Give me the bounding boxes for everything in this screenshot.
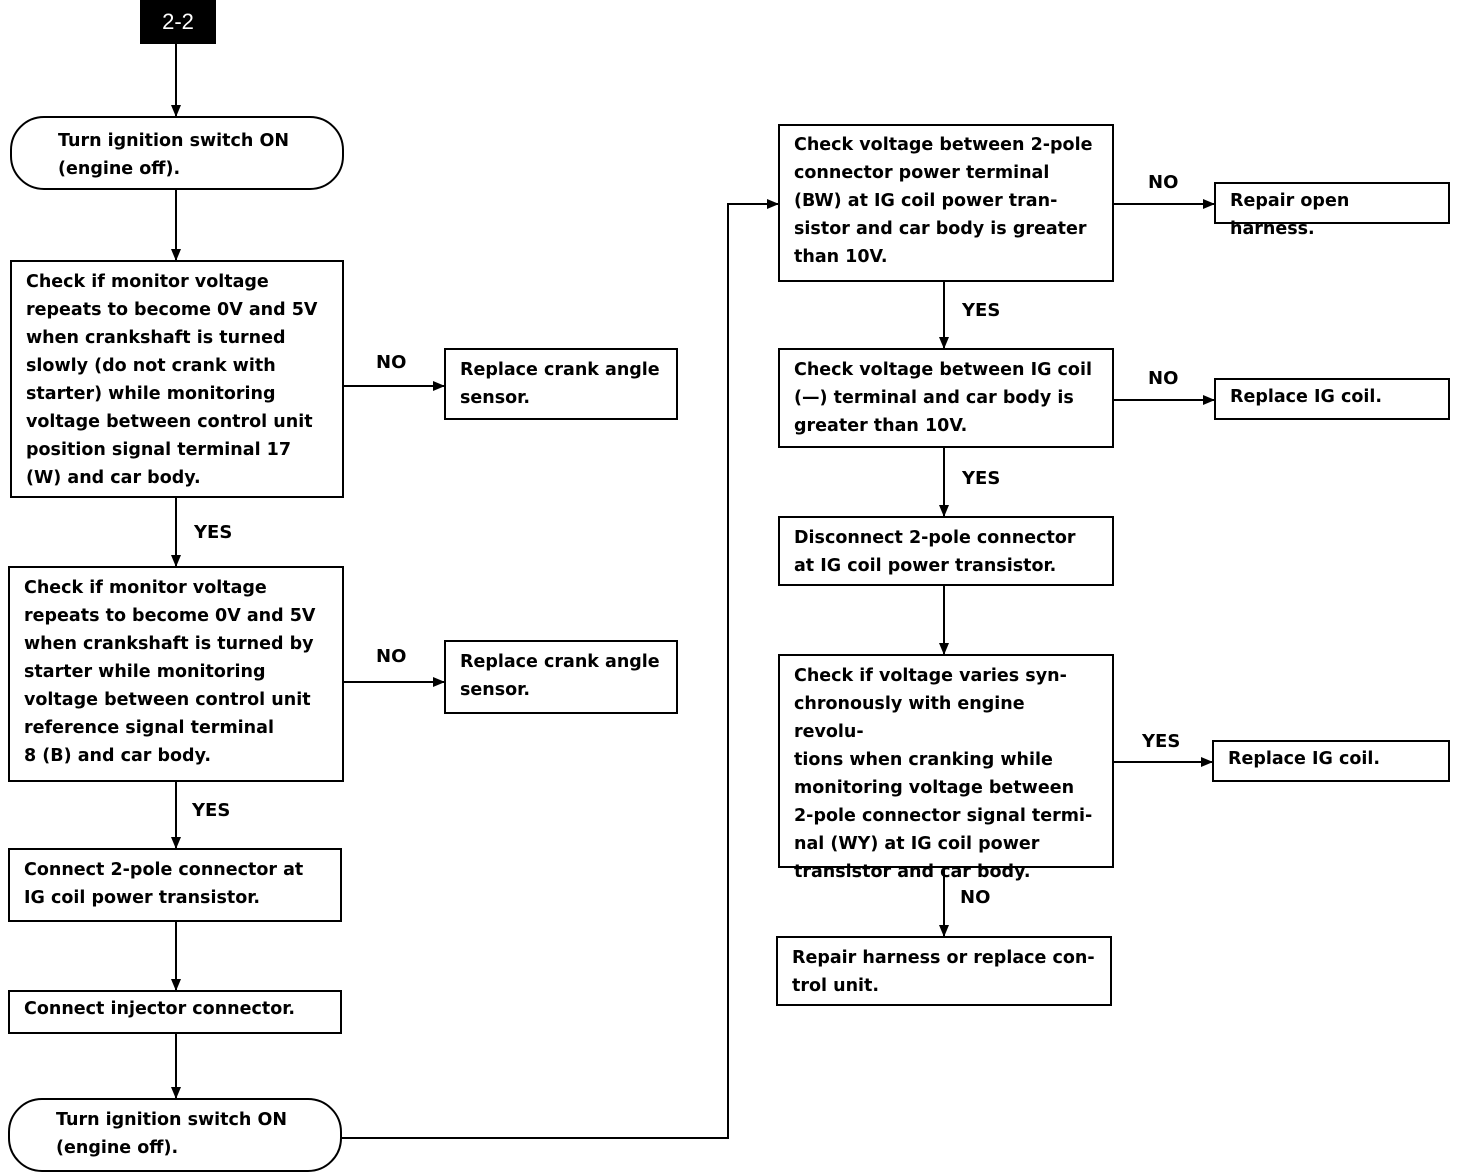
disconnect-2pole-connector: Disconnect 2-pole connector at IG coil p…: [778, 516, 1114, 586]
check-bw-terminal-voltage: Check voltage between 2-pole connector p…: [778, 124, 1114, 282]
label-no-3: NO: [1148, 172, 1179, 193]
turn-ignition-on-2: Turn ignition switch ON (engine off).: [8, 1098, 342, 1172]
start-ignition-on: Turn ignition switch ON (engine off).: [10, 116, 344, 190]
label-yes-1: YES: [194, 522, 233, 543]
label-yes-4: YES: [962, 468, 1001, 489]
replace-crank-angle-sensor-1: Replace crank angle sensor.: [444, 348, 678, 420]
label-yes-5: YES: [1142, 731, 1181, 752]
replace-ig-coil-2: Replace IG coil.: [1212, 740, 1450, 782]
label-no-5: NO: [960, 887, 991, 908]
label-no-4: NO: [1148, 368, 1179, 389]
label-yes-2: YES: [192, 800, 231, 821]
repair-open-harness: Repair open harness.: [1214, 182, 1450, 239]
label-no-1: NO: [376, 352, 407, 373]
section-tag: 2-2: [140, 0, 216, 44]
connect-2pole-connector: Connect 2-pole connector at IG coil powe…: [8, 848, 342, 922]
connect-injector-connector: Connect injector connector.: [8, 990, 342, 1034]
replace-crank-angle-sensor-2: Replace crank angle sensor.: [444, 640, 678, 714]
repair-harness-or-control-unit: Repair harness or replace con- trol unit…: [776, 936, 1112, 1006]
label-yes-3: YES: [962, 300, 1001, 321]
replace-ig-coil-1: Replace IG coil.: [1214, 378, 1450, 420]
label-no-2: NO: [376, 646, 407, 667]
check-monitor-voltage-starter: Check if monitor voltage repeats to beco…: [8, 566, 344, 782]
check-monitor-voltage-slow: Check if monitor voltage repeats to beco…: [10, 260, 344, 498]
check-ig-coil-minus-voltage: Check voltage between IG coil (—) termin…: [778, 348, 1114, 448]
check-sync-voltage: Check if voltage varies syn- chronously …: [778, 654, 1114, 882]
